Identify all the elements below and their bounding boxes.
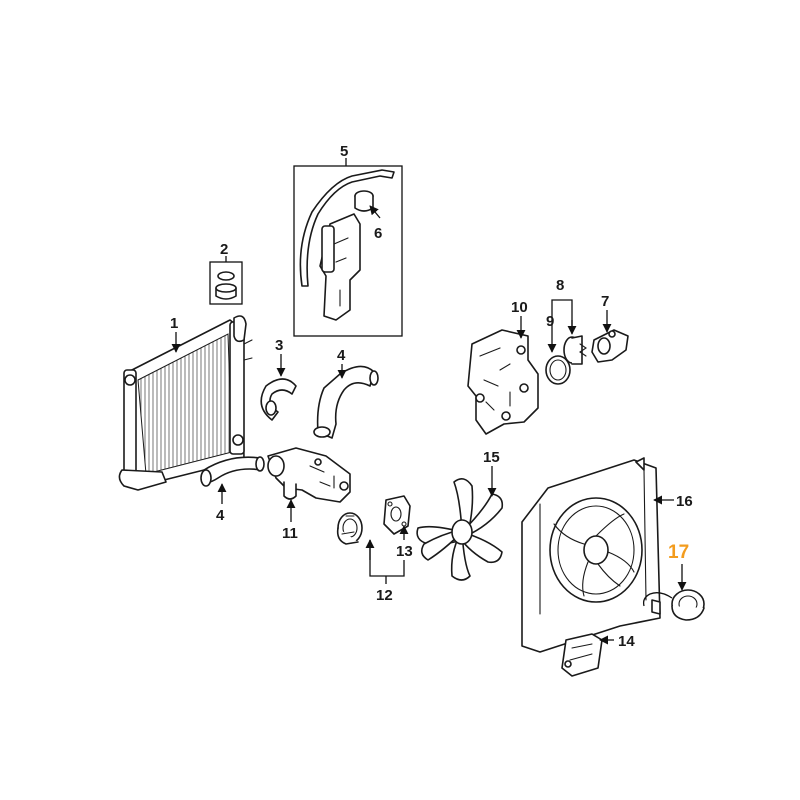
- radiator-part: [118, 315, 253, 491]
- fan-shroud-part: [521, 457, 661, 653]
- callout-14: 14: [618, 633, 635, 650]
- callout-1: 1: [170, 315, 178, 332]
- upper-hose-part: [260, 378, 297, 421]
- callout-8: 8: [556, 277, 564, 294]
- hose-part-lower: [200, 456, 265, 487]
- callout-9: 9: [546, 313, 554, 330]
- o-ring-gasket-part: [545, 355, 571, 385]
- callout-2: 2: [220, 241, 228, 258]
- water-pump-pulley-part: [336, 512, 363, 545]
- callout-4-upper: 4: [337, 347, 346, 364]
- hose-part-upper: [313, 365, 379, 439]
- water-pump-housing-part: [267, 447, 351, 503]
- callout-4-lower: 4: [216, 507, 225, 524]
- callout-3: 3: [275, 337, 283, 354]
- callout-17-highlighted: 17: [668, 542, 689, 563]
- fan-blade-part: [416, 478, 504, 581]
- thermostat-housing-part: [467, 329, 539, 435]
- thermostat-part: [563, 335, 587, 365]
- callout-7: 7: [601, 293, 609, 310]
- reservoir-cap-part: [354, 190, 374, 212]
- fan-resistor-part: [561, 633, 603, 677]
- callout-5: 5: [340, 143, 348, 160]
- leader-lines: [171, 158, 687, 645]
- callout-15: 15: [483, 449, 500, 466]
- callout-6: 6: [374, 225, 382, 242]
- callout-13: 13: [396, 543, 413, 560]
- reservoir-assembly-frame: [293, 165, 403, 337]
- water-outlet-part: [591, 329, 629, 363]
- water-pump-gasket-part: [383, 495, 411, 535]
- coolant-reservoir-part: [299, 169, 395, 321]
- callout-16: 16: [676, 493, 693, 510]
- radiator-cap-part: [209, 261, 243, 305]
- callout-11: 11: [282, 525, 298, 542]
- callout-10: 10: [511, 299, 528, 316]
- fan-motor-part: [642, 589, 705, 621]
- callout-12: 12: [376, 587, 393, 604]
